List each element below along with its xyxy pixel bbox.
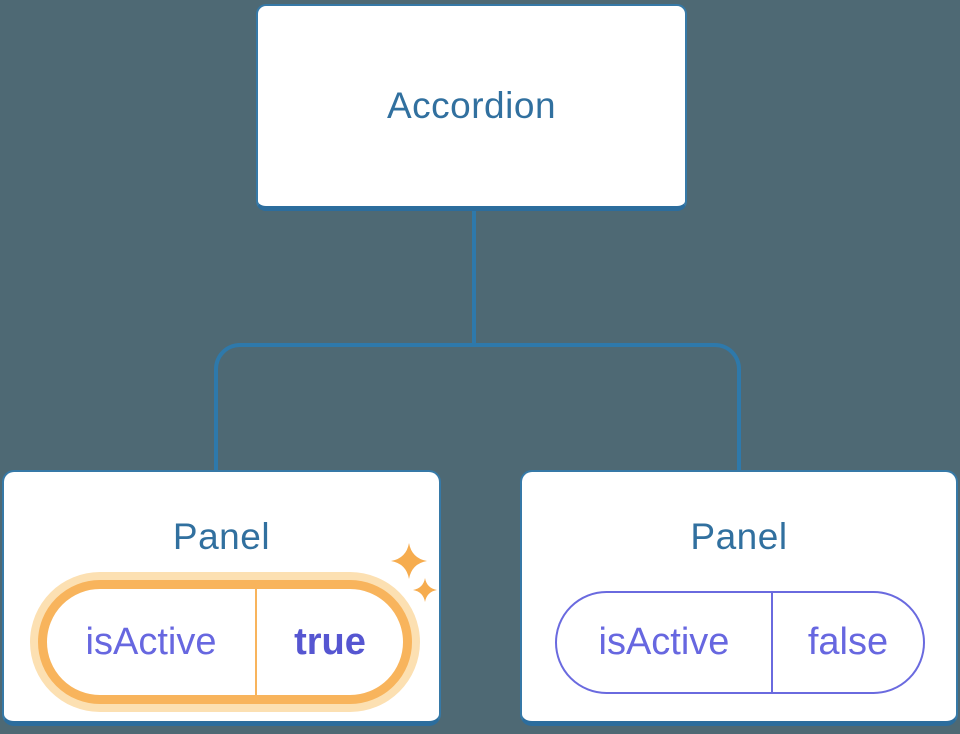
accordion-label: Accordion: [386, 85, 557, 126]
panel-node-active: Panel isActive true: [2, 470, 441, 726]
state-key-label: isActive: [47, 589, 258, 695]
panel-title: Panel: [690, 516, 788, 557]
state-value-label: true: [294, 620, 366, 663]
panel-node-inactive: Panel isActive false: [520, 470, 958, 726]
state-value-label: false: [807, 621, 889, 663]
panel-title: Panel: [172, 516, 271, 557]
state-key-label: isActive: [557, 593, 773, 692]
connector-stem: [472, 211, 476, 345]
state-pill-active: isActive true: [38, 580, 412, 704]
sparkles-icon: [391, 543, 437, 602]
state-pill-inactive: isActive false: [555, 591, 925, 694]
accordion-node: Accordion: [256, 4, 687, 211]
connector-branch: [214, 343, 741, 470]
